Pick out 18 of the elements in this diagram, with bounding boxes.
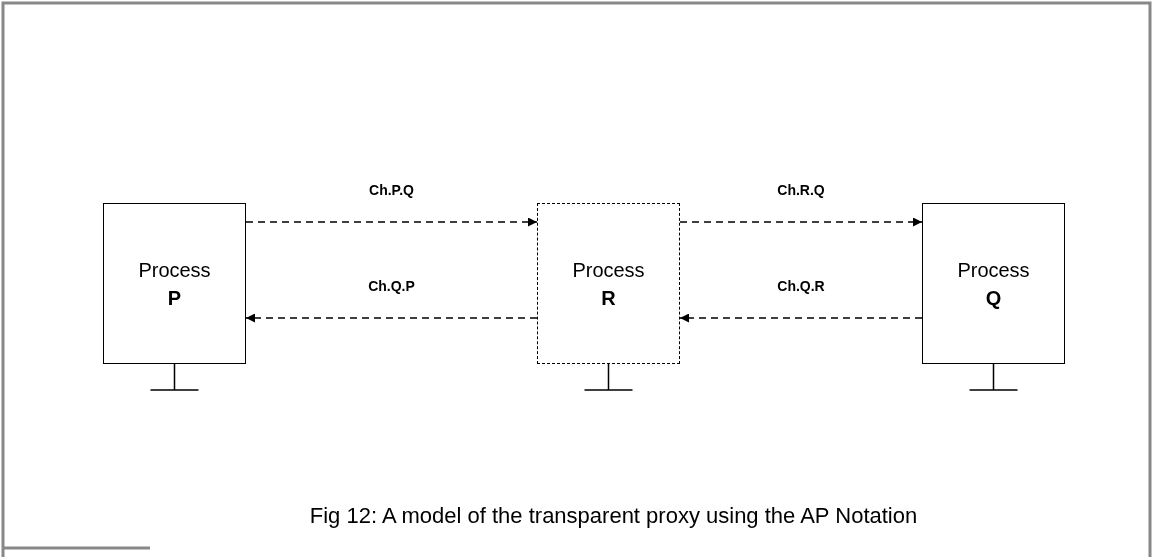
edge-label: Ch.Q.P xyxy=(366,278,417,294)
edge-label: Ch.R.Q xyxy=(775,182,827,198)
arrow xyxy=(245,313,538,323)
process-name: R xyxy=(601,285,616,311)
arrow xyxy=(679,217,923,227)
process-name: Q xyxy=(985,285,1002,311)
process-name: P xyxy=(167,285,182,311)
process-title: Process xyxy=(957,257,1030,283)
edge-label: Ch.P.Q xyxy=(367,182,416,198)
caption: Fig 12: A model of the transparent proxy using the AP Notation xyxy=(308,503,919,529)
process-box xyxy=(103,203,246,364)
process-box xyxy=(537,203,680,364)
arrow xyxy=(679,313,923,323)
arrow xyxy=(245,217,538,227)
process-box xyxy=(922,203,1065,364)
process-title: Process xyxy=(138,257,211,283)
process-title: Process xyxy=(572,257,645,283)
edge-label: Ch.Q.R xyxy=(775,278,827,294)
